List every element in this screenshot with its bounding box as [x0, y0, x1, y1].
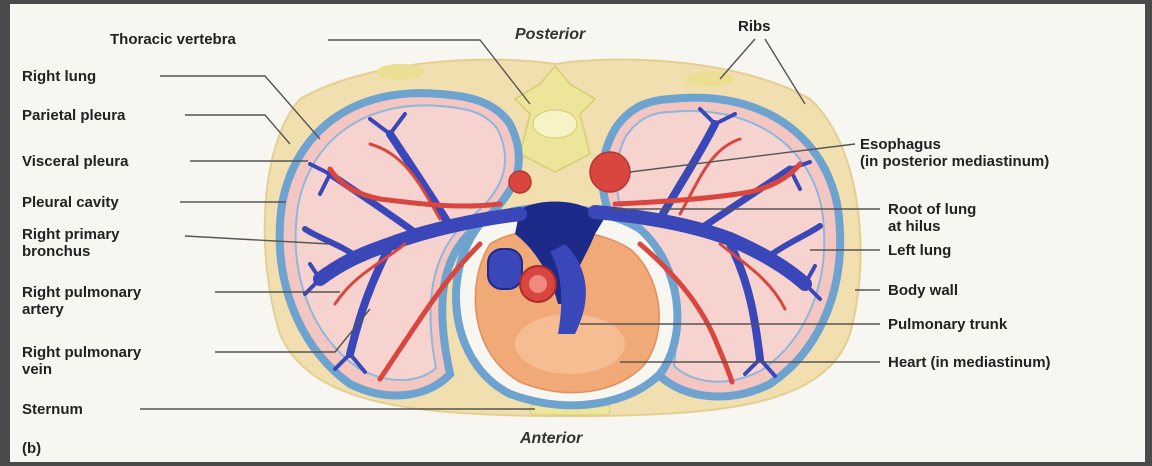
label-parietal-pleura: Parietal pleura [22, 107, 125, 124]
label-sternum: Sternum [22, 401, 83, 418]
rib-left [376, 64, 424, 80]
thorax-cross-section-figure: Posterior Anterior (b) Thoracic vertebra… [10, 4, 1145, 462]
label-thoracic-vertebra: Thoracic vertebra [110, 31, 236, 48]
label-left-lung: Left lung [888, 242, 951, 259]
descending-aorta-shape [509, 171, 531, 193]
label-esophagus: Esophagus(in posterior mediastinum) [860, 136, 1049, 170]
label-right-lung: Right lung [22, 68, 96, 85]
label-visceral-pleura: Visceral pleura [22, 153, 128, 170]
panel-label: (b) [22, 440, 41, 457]
label-heart: Heart (in mediastinum) [888, 354, 1051, 371]
label-pulmonary-trunk: Pulmonary trunk [888, 316, 1007, 333]
label-body-wall: Body wall [888, 282, 958, 299]
aorta-inner [529, 275, 547, 293]
anterior-label: Anterior [520, 430, 582, 447]
esophagus-shape [590, 152, 630, 192]
label-ribs: Ribs [738, 18, 771, 35]
leader-parietal-pleura [185, 115, 290, 144]
label-pleural-cavity: Pleural cavity [22, 194, 119, 211]
superior-vena-cava-shape [488, 249, 522, 289]
posterior-label: Posterior [515, 26, 585, 43]
rib-right [686, 71, 734, 87]
